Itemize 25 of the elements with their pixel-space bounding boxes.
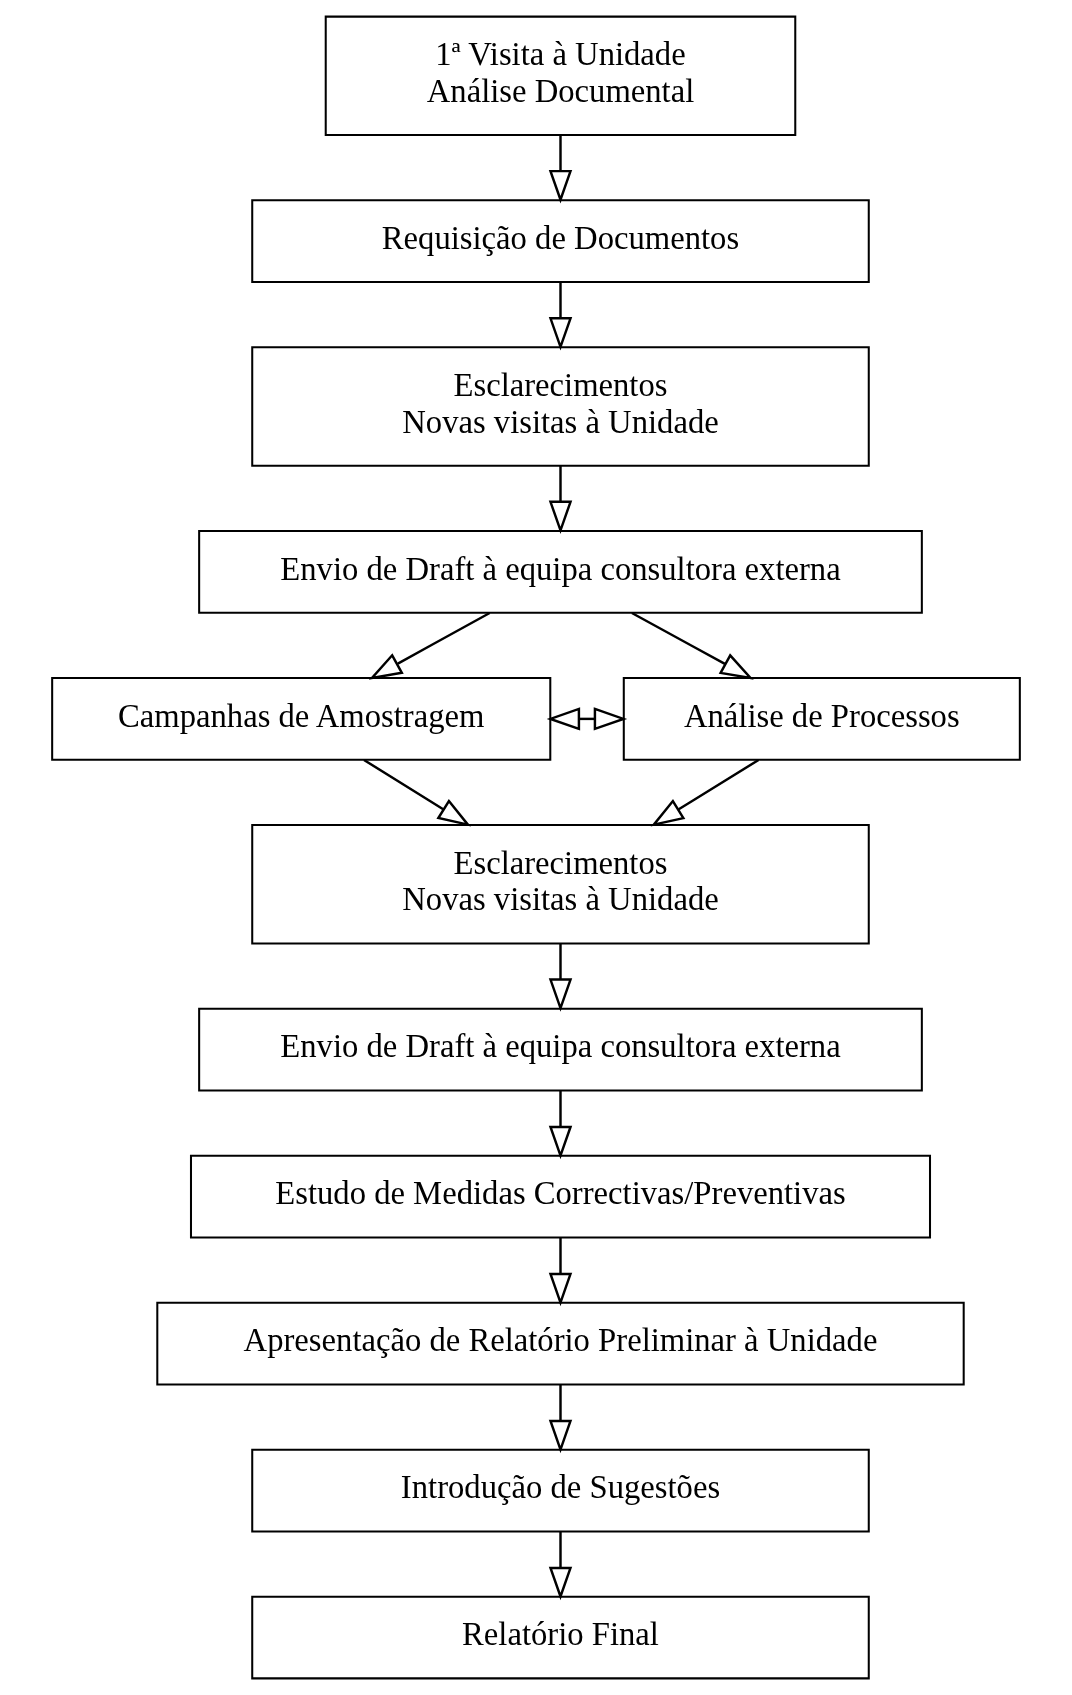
node-box: Apresentação de Relatório Preliminar à Unidade	[156, 1301, 965, 1386]
node-box: Análise de Processos	[622, 677, 1021, 761]
node-box: Esclarecimentos Novas visitas à Unidade	[251, 346, 870, 467]
node-box: Esclarecimentos Novas visitas à Unidade	[251, 824, 870, 945]
arrow	[548, 1237, 573, 1307]
arrow	[548, 1384, 573, 1454]
node-box: Estudo de Medidas Correctivas/Preventivas	[189, 1154, 932, 1239]
arrow	[363, 758, 472, 827]
arrow	[650, 758, 760, 827]
arrow	[548, 1090, 573, 1160]
arrow	[548, 282, 573, 351]
arrow	[368, 611, 491, 680]
arrow	[548, 1531, 573, 1601]
node-box: Envio de Draft à equipa consultora externa	[198, 530, 923, 614]
arrow	[548, 943, 573, 1012]
node-box: Introdução de Sugestões	[251, 1448, 870, 1533]
arrow	[546, 707, 628, 731]
arrow	[548, 465, 573, 535]
node-box: Relatório Final	[251, 1595, 870, 1680]
arrow	[548, 135, 573, 204]
node-box: Requisição de Documentos	[251, 199, 870, 284]
node-box: Campanhas de Amostragem	[51, 677, 552, 761]
node-box: Envio de Draft à equipa consultora externa	[198, 1007, 923, 1092]
arrow	[631, 611, 754, 680]
node-box: 1ª Visita à Unidade Análise Documental	[324, 15, 797, 137]
